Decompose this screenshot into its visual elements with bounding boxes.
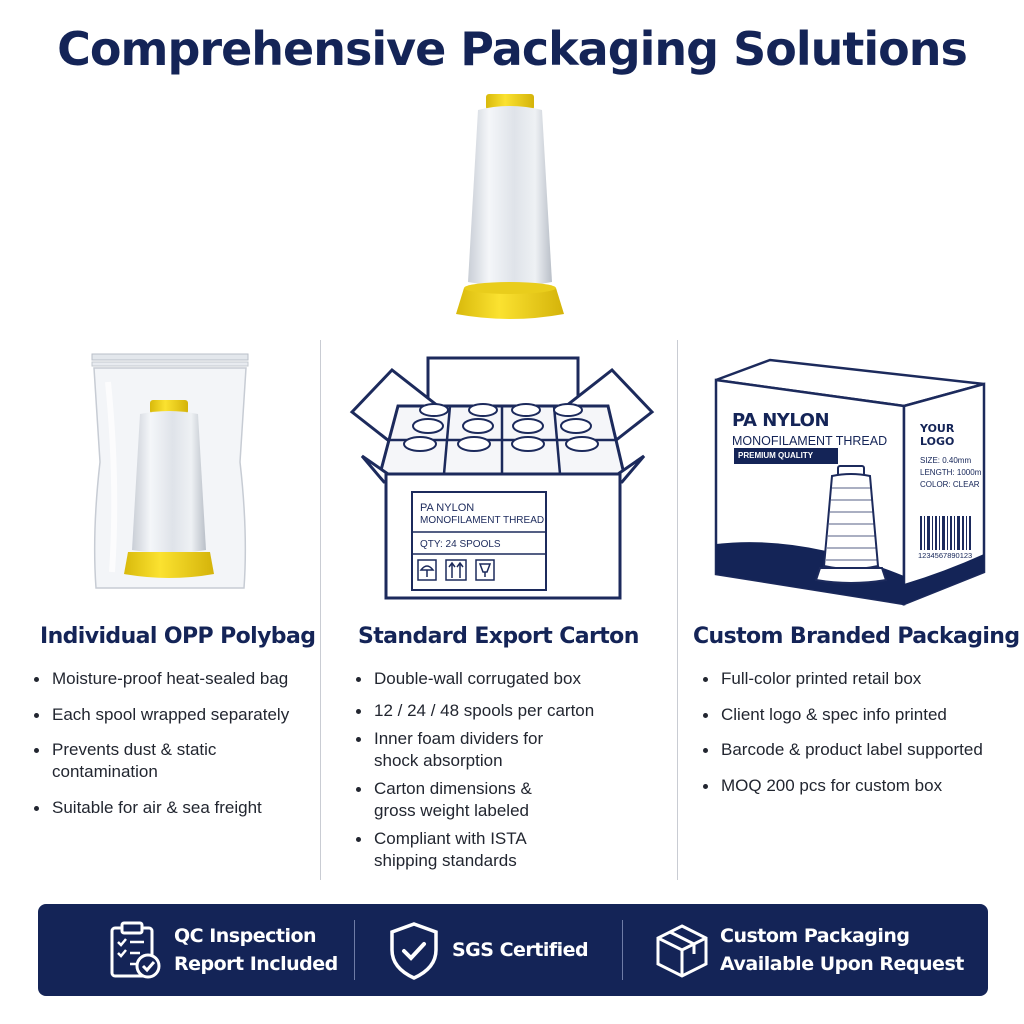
box-spec-size: SIZE: 0.40mm [920,456,972,465]
list-item: Client logo & spec info printed [699,704,989,726]
list-item: Each spool wrapped separately [30,704,315,726]
column-divider [677,340,678,880]
list-item: Suitable for air & sea freight [30,797,315,819]
thread-spool-image [456,94,564,319]
polybag-title: Individual OPP Polybag [40,624,316,649]
polybag-features-list: Moisture-proof heat-sealed bag Each spoo… [30,668,315,832]
custom-packaging-line2: Available Upon Request [720,953,964,975]
banner-divider [622,920,623,980]
qc-inspection-line1: QC Inspection [174,925,317,947]
certification-banner: QC Inspection Report Included SGS Certif… [38,904,988,996]
list-item: 12 / 24 / 48 spools per carton [352,700,652,722]
list-item: Barcode & product label supported [699,739,989,761]
list-item: Moisture-proof heat-sealed bag [30,668,315,690]
branded-packaging-features-list: Full-color printed retail box Client log… [699,668,989,810]
box-barcode-number: 1234567890123 [918,551,973,560]
list-item: Compliant with ISTA shipping standards [352,828,566,872]
box-spec-color: COLOR: CLEAR [920,480,980,489]
column-divider [320,340,321,880]
carton-label-line1: PA NYLON [420,502,475,514]
custom-packaging-item: Custom Packaging Available Upon Request [654,904,964,996]
custom-packaging-line1: Custom Packaging [720,925,910,947]
carton-label-qty: QTY: 24 SPOOLS [420,539,501,550]
shield-check-icon [390,922,438,980]
polybag-illustration [91,353,249,589]
box-product-name: PA NYLON [732,410,830,431]
branded-packaging-title: Custom Branded Packaging [693,624,1020,649]
box-product-subtitle: MONOFILAMENT THREAD [732,434,888,448]
box-logo-text: YOUR LOGO [920,422,955,448]
box-premium-badge: PREMIUM QUALITY [738,451,814,460]
sgs-certified-item: SGS Certified [386,904,589,996]
banner-divider [354,920,355,980]
export-carton-illustration: PA NYLON MONOFILAMENT THREAD QTY: 24 SPO… [346,356,656,601]
list-item: Double-wall corrugated box [352,668,652,690]
package-box-icon [656,924,708,978]
sgs-certified-label: SGS Certified [452,939,589,961]
page-title: Comprehensive Packaging Solutions [57,22,968,76]
list-item: Prevents dust & static contamination [30,739,315,783]
list-item: Inner foam dividers for shock absorption [352,728,566,772]
list-item: Full-color printed retail box [699,668,989,690]
export-carton-features-list: Double-wall corrugated box 12 / 24 / 48 … [352,668,594,878]
clipboard-check-icon [110,921,161,979]
carton-label-line2: MONOFILAMENT THREAD [420,515,545,526]
branded-box-illustration: PA NYLON MONOFILAMENT THREAD PREMIUM QUA… [712,358,988,608]
list-item: Carton dimensions & gross weight labeled [352,778,566,822]
qc-inspection-item: QC Inspection Report Included [108,904,338,996]
list-item: MOQ 200 pcs for custom box [699,775,989,797]
export-carton-title: Standard Export Carton [358,624,639,649]
qc-inspection-line2: Report Included [174,953,338,975]
box-spec-length: LENGTH: 1000m [920,468,982,477]
